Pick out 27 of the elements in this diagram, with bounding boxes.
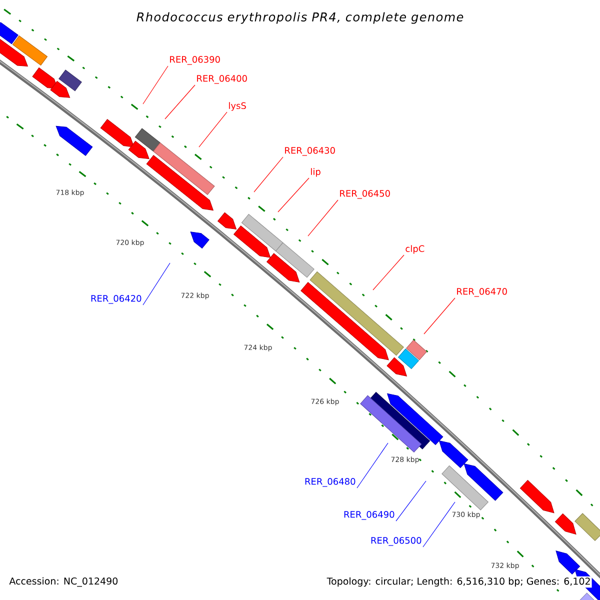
leader-line — [356, 442, 388, 488]
gene-label: RER_06400 — [197, 75, 247, 84]
gene-label: RER_06430 — [285, 147, 335, 156]
leader-line — [142, 262, 170, 306]
leader-line — [142, 66, 168, 104]
leader-line — [396, 480, 426, 522]
gene-label: RER_06500 — [371, 537, 422, 546]
gene-label: lysS — [229, 102, 246, 111]
gene-label: RER_06390 — [170, 56, 220, 65]
leader-line — [254, 156, 284, 192]
title: Rhodococcus erythropolis PR4, complete genome — [136, 12, 464, 24]
gene-label: RER_06490 — [344, 511, 394, 520]
leader-line — [198, 112, 228, 148]
leader-line — [278, 178, 310, 212]
footer-text: Accession: NC_012490 — [9, 577, 118, 587]
leader-line — [422, 502, 456, 548]
leader-line — [164, 84, 196, 120]
gene-label: RER_06450 — [340, 190, 390, 199]
leader-line — [308, 200, 338, 236]
gene-label: lip — [311, 168, 320, 177]
footer-text: Topology: circular; Length: 6,516,310 bp; Genes: 6,102 — [326, 576, 592, 588]
gene-label: clpC — [406, 245, 424, 254]
gene-label: RER_06480 — [305, 478, 356, 487]
gene-label: RER_06470 — [457, 288, 507, 297]
gene-label: RER_06420 — [91, 295, 142, 304]
leader-line — [372, 254, 404, 290]
leader-line — [424, 298, 456, 334]
